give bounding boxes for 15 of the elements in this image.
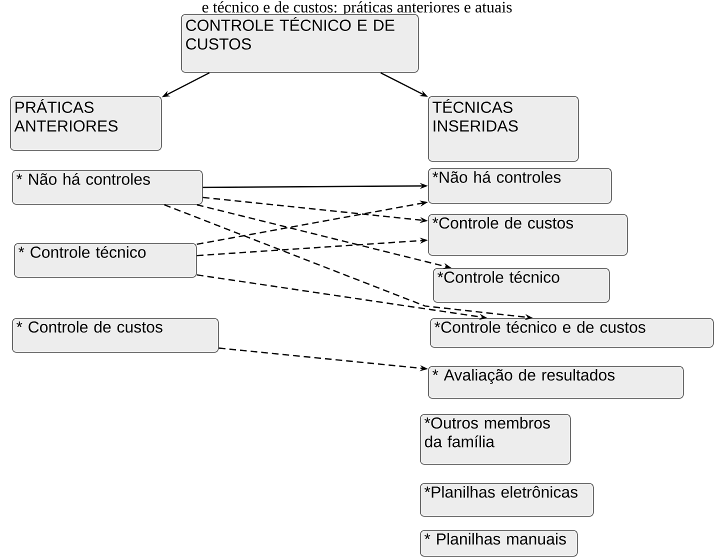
concept-box: *Controle técnico e de custos (430, 318, 714, 348)
concept-box: * Controle de custos (12, 318, 219, 353)
concept-box: * Avaliação de resultados (428, 366, 684, 399)
concept-box: PRÁTICAS ANTERIORES (10, 96, 162, 151)
concept-box: *Não há controles (428, 168, 612, 204)
concept-box: * Planilhas manuais (420, 530, 578, 557)
concept-box: * Não há controles (12, 170, 203, 205)
concept-box: * Controle técnico (14, 243, 197, 278)
concept-box: *Planilhas eletrônicas (420, 483, 594, 517)
concept-box: CONTROLE TÉCNICO E DE CUSTOS (181, 14, 419, 73)
title: e técnico e de custos: práticas anteriores e atuais (202, 1, 512, 16)
concept-box: *Controle de custos (428, 214, 628, 256)
concept-box: *Controle técnico (433, 268, 610, 303)
concept-box: TÉCNICAS INSERIDAS (428, 96, 579, 162)
concept-box: *Outros membros da família (420, 414, 571, 465)
